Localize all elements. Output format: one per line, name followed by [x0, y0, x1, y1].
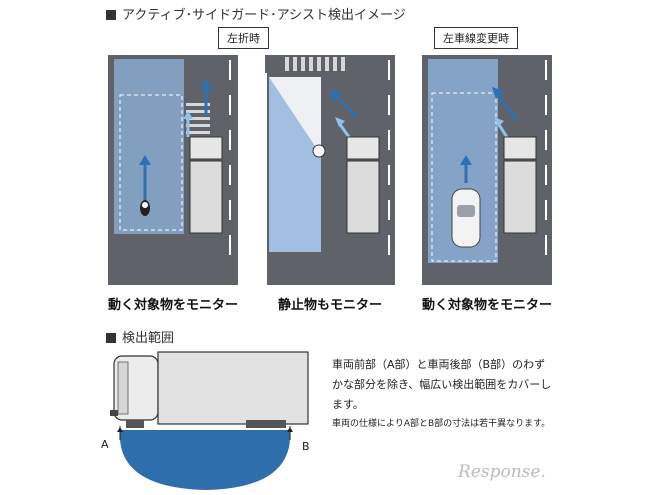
tag-left-lane-change: 左車線変更時 — [434, 27, 518, 49]
bullet-square-icon — [106, 333, 116, 343]
section-title-detection-range: 検出範囲 — [106, 327, 174, 346]
coverage-note: 車両の仕様によりA部とB部の寸法は若干異なります。 — [332, 419, 551, 429]
panel-stationary-diagram — [265, 55, 395, 285]
caption-left-turn: 動く対象物をモニター — [108, 298, 239, 313]
response-watermark: Response. — [458, 462, 546, 482]
panel-left-turn-diagram — [108, 55, 238, 285]
bullet-square-icon — [106, 10, 116, 20]
caption-lane-change: 動く対象物をモニター — [421, 298, 552, 313]
section-title-detection-image: アクティブ･サイドガード･アシスト検出イメージ — [106, 4, 406, 23]
panel-lane-change-diagram — [422, 55, 552, 285]
coverage-diagram — [110, 351, 309, 490]
label-a: A — [101, 438, 109, 451]
caption-stationary: 静止物もモニター — [277, 298, 382, 313]
label-b: B — [302, 440, 310, 453]
tag-left-turn: 左折時 — [218, 27, 269, 49]
coverage-description: 車両前部（A部）と車両後部（B部）のわずかな部分を除き、幅広い検出範囲をカバーし… — [332, 358, 552, 411]
